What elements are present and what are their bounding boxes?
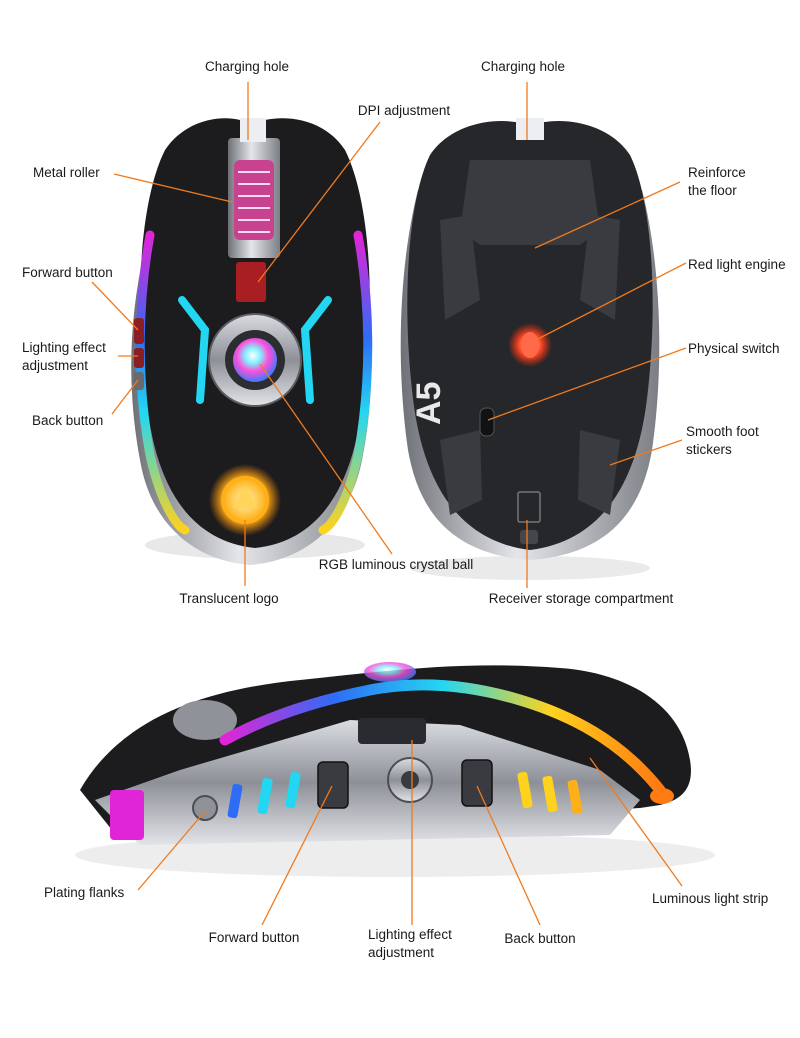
label-physical-switch: Physical switch — [688, 341, 780, 356]
leader-smooth-foot — [609, 439, 683, 466]
label-back-button-top: Back button — [32, 413, 104, 428]
label-red-light-engine: Red light engine — [688, 257, 786, 272]
leader-forward-button-side — [261, 785, 333, 926]
leader-forward-button-top — [91, 281, 139, 331]
leader-back-button-side — [476, 785, 541, 926]
label-reinforce-floor: Reinforce the floor — [688, 165, 746, 198]
label-receiver-storage: Receiver storage compartment — [488, 591, 674, 606]
leader-physical-switch — [487, 347, 687, 421]
label-back-button-side: Back button — [504, 931, 576, 946]
label-lighting-effect-top: Lighting effect adjustment — [22, 340, 106, 373]
mouse-top-view — [131, 118, 373, 565]
label-metal-roller: Metal roller — [33, 165, 100, 180]
leader-reinforce — [534, 181, 681, 249]
label-lighting-effect-side: Lighting effect adjustment — [368, 927, 452, 960]
leader-plating-flanks — [137, 809, 207, 891]
label-charging-hole-bottom: Charging hole — [480, 59, 566, 74]
label-smooth-foot-stickers: Smooth foot stickers — [686, 424, 759, 457]
mouse-bottom-view — [400, 118, 660, 580]
leader-dpi — [257, 121, 381, 283]
label-plating-flanks: Plating flanks — [44, 885, 125, 900]
label-dpi-adjustment: DPI adjustment — [357, 103, 451, 118]
label-charging-hole-top: Charging hole — [204, 59, 290, 74]
leader-light-strip — [589, 757, 683, 887]
leader-metal-roller — [113, 173, 233, 203]
label-forward-button-side: Forward button — [208, 930, 300, 945]
model-mark: A5 — [410, 382, 448, 425]
leader-lines — [91, 82, 687, 926]
label-luminous-light-strip: Luminous light strip — [652, 891, 769, 906]
label-forward-button-top: Forward button — [22, 265, 113, 280]
label-rgb-ball: RGB luminous crystal ball — [318, 557, 474, 572]
leader-back-button-top — [111, 379, 139, 415]
leader-rgb-ball — [259, 363, 393, 555]
mouse-side-view — [75, 662, 715, 877]
leader-red-engine — [531, 262, 687, 343]
label-translucent-logo: Translucent logo — [179, 591, 279, 606]
